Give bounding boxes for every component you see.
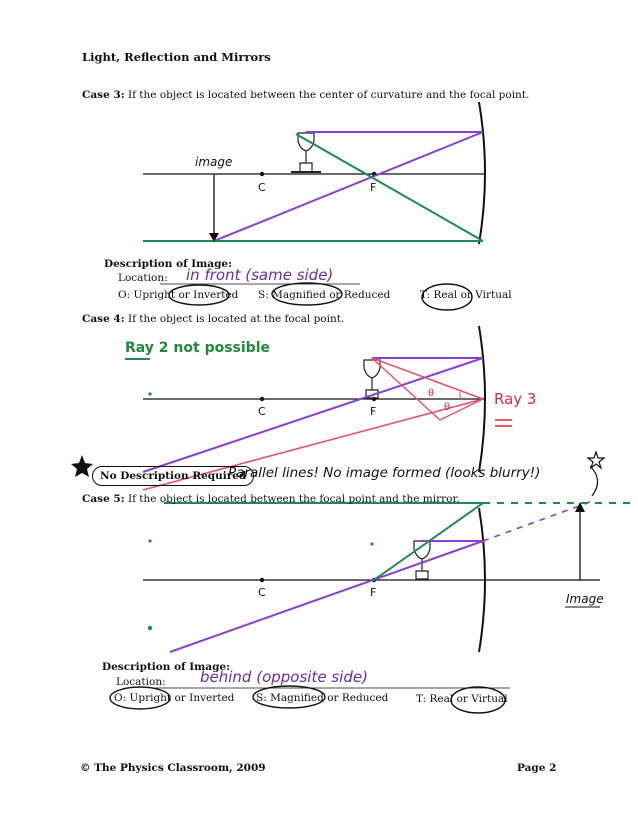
case4-ray3-reflected (142, 398, 484, 491)
case5-ray1-reflected (169, 540, 484, 653)
case3-location-label: Location: (118, 272, 168, 284)
case4-handwritten-note: Parallel lines! No image formed (looks b… (228, 465, 541, 481)
case5-image-label: Image (566, 592, 604, 606)
case4-theta-2: θ (444, 402, 451, 413)
case4-prompt: Case 4: If the object is located at the … (82, 313, 344, 325)
case5-c-label: C (258, 586, 266, 599)
case4-f-label: F (370, 405, 377, 418)
case5-ray1-extension (482, 501, 591, 542)
case3-real-circle (421, 283, 473, 311)
case5-t-label: T: (416, 693, 427, 705)
case3-ray2-incident (295, 133, 484, 242)
case3-object-icon (291, 132, 321, 173)
case3-magnified-circle (271, 282, 343, 306)
case4-c-label: C (258, 405, 266, 418)
case5-magnified-circle (252, 685, 326, 709)
case3-o-label: O: (118, 289, 131, 301)
case5-size: S: Magnified or Reduced (256, 692, 388, 704)
case5-prompt: Case 5: If the object is located between… (82, 493, 460, 505)
case4-mirror (478, 325, 486, 473)
case5-s-options: Magnified or Reduced (270, 692, 389, 704)
case3-inverted-circle (168, 284, 230, 306)
case5-type: T: Real or Virtual (416, 693, 508, 705)
case3-label: Case 3: (82, 89, 125, 101)
case5-text: If the object is located between the foc… (127, 493, 460, 505)
case4-object-icon (363, 359, 381, 399)
case4-diagram (71, 325, 606, 497)
case3-text: If the object is located between the cen… (127, 89, 530, 101)
case5-mirror (478, 507, 486, 653)
case3-size: S: Magnified or Reduced (258, 289, 390, 301)
case3-diagram (143, 101, 486, 311)
case3-ray1-reflected (213, 131, 484, 242)
case3-mirror (478, 101, 486, 245)
case5-diagram (109, 501, 632, 714)
case3-s-options: Magnified or Reduced (272, 289, 391, 301)
case5-location-label: Location: (116, 676, 166, 688)
page-number: Page 2 (517, 762, 557, 774)
case3-t-options: Real or Virtual (433, 289, 512, 301)
case5-object-icon (413, 540, 431, 580)
case5-c-point (259, 577, 265, 583)
star-icon (71, 455, 93, 477)
case3-c-label: C (258, 181, 266, 194)
case3-o-options: Upright or Inverted (133, 289, 239, 301)
case5-ray2-incident (373, 502, 484, 581)
case4-ray3-incident (371, 357, 484, 400)
case3-image-label: image (195, 155, 233, 169)
case5-orientation: O: Upright or Inverted (114, 692, 234, 704)
case3-orientation: O: Upright or Inverted (118, 289, 238, 301)
page-title: Light, Reflection and Mirrors (82, 50, 271, 64)
case5-f-label: F (370, 586, 377, 599)
case4-c-point (259, 396, 265, 402)
case5-o-label: O: (114, 692, 127, 704)
case5-description-heading: Description of Image: (102, 661, 230, 673)
case4-ray1-reflected (142, 357, 484, 473)
case4-text: If the object is located at the focal po… (127, 313, 345, 325)
case3-description-heading: Description of Image: (104, 258, 232, 270)
case3-type: T: Real or Virtual (420, 289, 512, 301)
case5-t-options: Real or Virtual (429, 693, 508, 705)
case4-ray3-label: Ray 3 (494, 390, 537, 408)
case4-label: Case 4: (82, 313, 125, 325)
case5-upright-circle (109, 686, 171, 710)
case5-s-label: S: (256, 692, 267, 704)
case5-location-value: behind (opposite side) (200, 668, 368, 686)
case5-virtual-circle (450, 686, 506, 714)
case5-label: Case 5: (82, 493, 125, 505)
case5-o-options: Upright or Inverted (129, 692, 235, 704)
case3-prompt: Case 3: If the object is located between… (82, 89, 529, 101)
case3-t-label: T: (420, 289, 431, 301)
case4-ray2-note: Ray 2 not possible (125, 340, 270, 356)
star-outline-icon (586, 450, 606, 470)
case4-theta-1: θ (428, 388, 435, 399)
case3-location-value: in front (same side) (186, 266, 334, 284)
case3-c-point (259, 171, 265, 177)
case3-s-label: S: (258, 289, 269, 301)
copyright-footer: © The Physics Classroom, 2009 (80, 762, 266, 774)
case3-f-label: F (370, 181, 377, 194)
no-description-badge: No Description Required (92, 466, 255, 486)
